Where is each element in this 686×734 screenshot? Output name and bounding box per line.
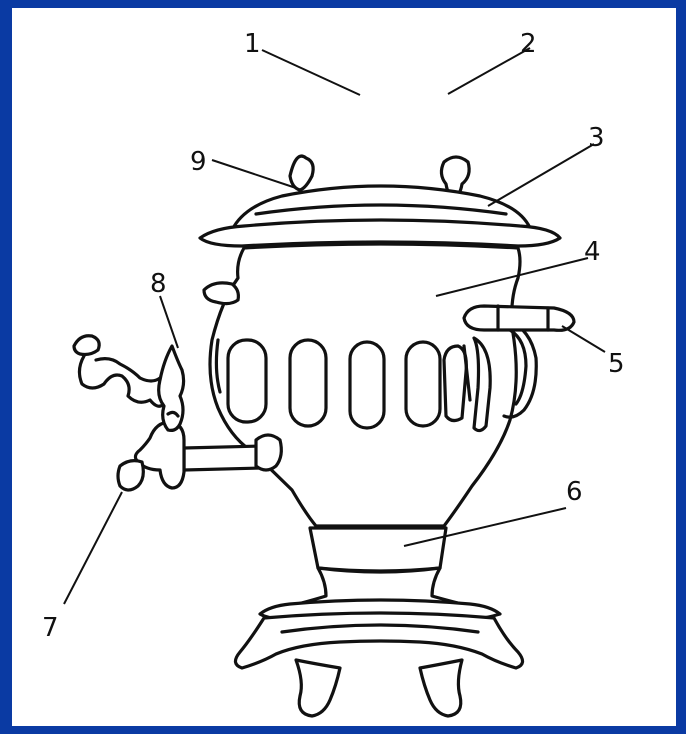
samovar-body: [208, 242, 522, 528]
callout-3: 3: [588, 123, 605, 153]
callout-5: 5: [608, 349, 625, 379]
callout-6: 6: [566, 477, 583, 507]
callout-7: 7: [42, 613, 59, 643]
leader-lines: [63, 47, 606, 605]
tap-ornament: [72, 334, 186, 432]
leader-8: [159, 295, 179, 349]
leader-3: [487, 143, 595, 207]
leader-7: [63, 491, 123, 605]
callout-9: 9: [190, 147, 207, 177]
leader-1: [261, 49, 361, 96]
left-handle: [202, 281, 240, 306]
callout-8: 8: [150, 269, 167, 299]
callout-numbers: 1 2 3 4 5 6 7 8 9: [42, 29, 625, 643]
callout-1: 1: [244, 29, 261, 59]
leader-9: [211, 159, 297, 189]
leader-2: [447, 47, 531, 95]
callout-4: 4: [584, 237, 601, 267]
right-handle: [462, 304, 576, 433]
samovar-rim: [198, 218, 562, 248]
samovar-base: [233, 526, 525, 718]
leader-4: [435, 257, 589, 297]
leader-6: [403, 507, 567, 547]
leader-5: [561, 325, 606, 353]
callout-2: 2: [520, 29, 537, 59]
